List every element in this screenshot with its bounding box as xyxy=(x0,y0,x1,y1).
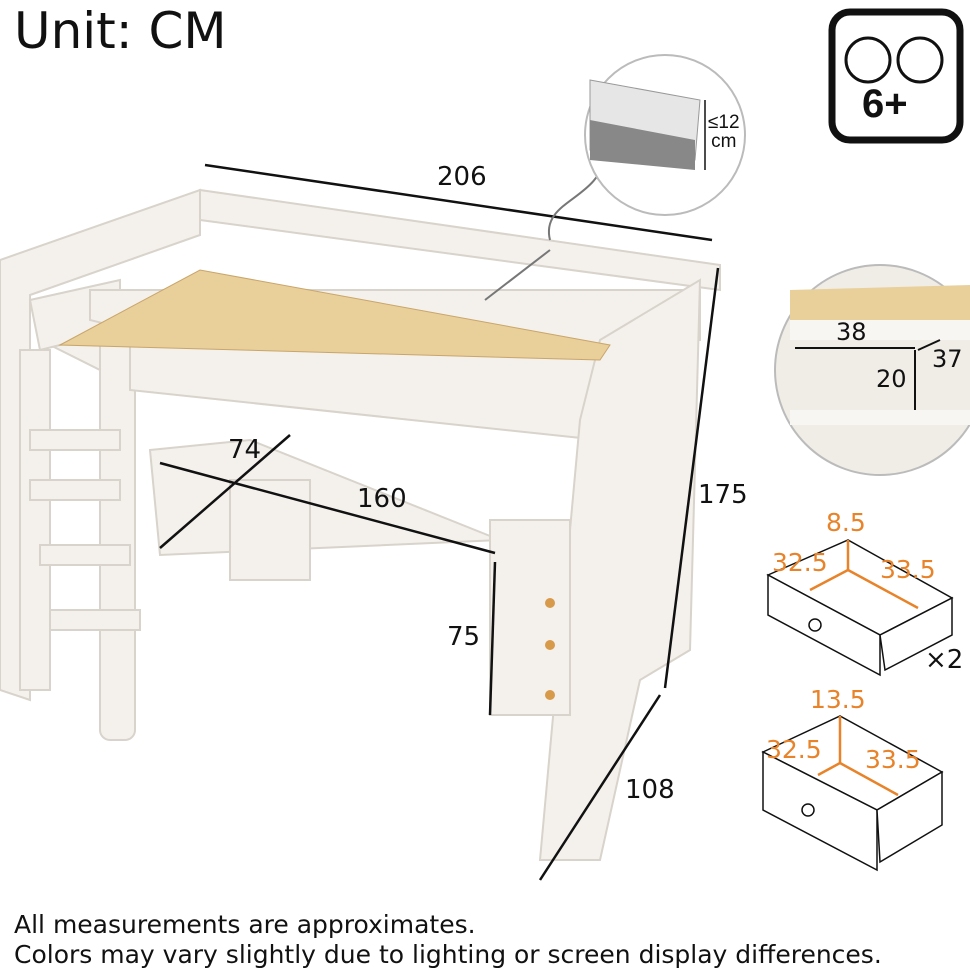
mattress-thickness: ≤12 xyxy=(708,112,740,133)
drawer-small-width: 32.5 xyxy=(772,548,828,577)
mattress-detail xyxy=(584,54,746,216)
width-label: 108 xyxy=(625,775,675,805)
drawer-small-depth: 33.5 xyxy=(880,555,936,584)
age-badge xyxy=(828,8,964,144)
drawer-large-depth: 33.5 xyxy=(865,745,921,774)
bed-slats xyxy=(58,269,611,361)
drawer-small-drawing xyxy=(766,539,954,677)
drawer-dimension-arrows xyxy=(809,540,919,797)
note-colors: Colors may vary slightly due to lighting… xyxy=(14,940,882,969)
unit-label: Unit: CM xyxy=(14,2,227,60)
loft-bed xyxy=(0,188,721,861)
desk-height-label: 75 xyxy=(447,622,481,652)
shelf-detail xyxy=(774,264,970,476)
age-badge-label: 6+ xyxy=(862,82,908,126)
drawer-large-height: 13.5 xyxy=(810,685,866,714)
drawer-large-width: 32.5 xyxy=(766,735,822,764)
length-label: 206 xyxy=(437,162,487,192)
dimension-arrows xyxy=(159,154,720,881)
height-label: 175 xyxy=(698,480,748,510)
shelf-width-label: 38 xyxy=(836,318,867,346)
drawer-large-drawing xyxy=(761,715,944,872)
shelf-depth-label: 37 xyxy=(932,345,963,373)
drawer-small-height: 8.5 xyxy=(826,508,866,537)
drawer-small-quantity: ×2 xyxy=(925,645,964,675)
note-approximate: All measurements are approximates. xyxy=(14,910,476,939)
drawer-knobs xyxy=(545,598,555,700)
mattress-unit: cm xyxy=(711,131,737,152)
shelf-height-label: 20 xyxy=(876,365,907,393)
desk-length-label: 160 xyxy=(357,484,407,514)
desk-depth-label: 74 xyxy=(228,435,262,465)
